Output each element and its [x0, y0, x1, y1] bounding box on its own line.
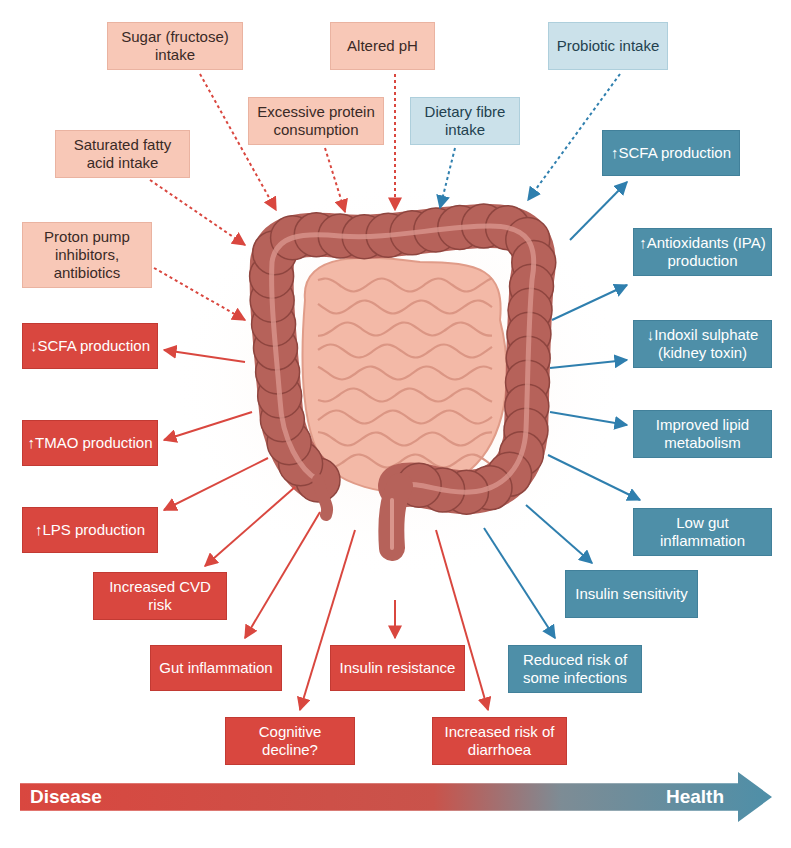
- factor-box: Proton pump inhibitors, antibiotics: [22, 222, 152, 288]
- disease-health-bar: Disease Health: [20, 775, 772, 819]
- box-text: Gut inflammation: [159, 659, 272, 677]
- box-text: Insulin resistance: [340, 659, 456, 677]
- box-text: Dietary fibre intake: [415, 103, 515, 139]
- box-text: Saturated fatty acid intake: [60, 136, 185, 172]
- box-text: Increased risk of diarrhoea: [437, 723, 562, 759]
- outcome-box: Cognitive decline?: [225, 717, 355, 765]
- outcome-box: ↓SCFA production: [22, 323, 158, 369]
- outcome-box: Improved lipid metabolism: [633, 410, 772, 458]
- outcome-box: ↑TMAO production: [22, 420, 158, 466]
- output-arrows: [164, 182, 640, 710]
- factor-box: Altered pH: [330, 22, 435, 70]
- intestine-coil: [318, 301, 492, 314]
- box-text: Excessive protein consumption: [253, 103, 379, 139]
- outcome-box: Gut inflammation: [150, 645, 282, 691]
- box-text: ↑LPS production: [35, 521, 145, 539]
- intestine-coil: [318, 322, 492, 335]
- outcome-box: Insulin resistance: [330, 645, 465, 691]
- bar-arrow-shape: [20, 772, 772, 822]
- outcome-box: ↑SCFA production: [602, 130, 740, 176]
- box-text: ↓Indoxil sulphate (kidney toxin): [638, 326, 767, 362]
- factor-box: Probiotic intake: [548, 22, 668, 70]
- factor-box: Excessive protein consumption: [248, 97, 384, 145]
- intestine-coil: [318, 410, 492, 423]
- intestine-coil: [318, 367, 492, 380]
- intestine-coil: [318, 344, 492, 357]
- box-text: Cognitive decline?: [230, 723, 350, 759]
- box-text: Sugar (fructose) intake: [112, 28, 238, 64]
- bar-label: Health: [666, 788, 724, 806]
- large-intestine: [250, 204, 556, 548]
- outcome-box: ↑Antioxidants (IPA) production: [633, 228, 772, 276]
- box-text: Insulin sensitivity: [575, 585, 688, 603]
- bar-label: Disease: [30, 788, 102, 806]
- factor-box: Dietary fibre intake: [410, 97, 520, 145]
- intestine-coil: [318, 278, 492, 291]
- input-arrows: [150, 74, 620, 320]
- box-text: Reduced risk of some infections: [513, 651, 637, 687]
- box-text: ↓SCFA production: [30, 337, 150, 355]
- box-text: Probiotic intake: [557, 37, 660, 55]
- intestine-coil: [318, 432, 492, 445]
- outcome-box: Low gut inflammation: [633, 508, 772, 556]
- outcome-box: Increased CVD risk: [93, 572, 227, 620]
- box-text: ↑TMAO production: [27, 434, 152, 452]
- box-text: Altered pH: [347, 37, 418, 55]
- factor-box: Saturated fatty acid intake: [55, 130, 190, 178]
- box-text: Improved lipid metabolism: [638, 416, 767, 452]
- box-text: Low gut inflammation: [638, 514, 767, 550]
- box-text: ↑SCFA production: [611, 144, 731, 162]
- outcome-box: Increased risk of diarrhoea: [432, 717, 567, 765]
- box-text: Increased CVD risk: [98, 578, 222, 614]
- outcome-box: ↑LPS production: [22, 507, 158, 553]
- factor-box: Sugar (fructose) intake: [107, 22, 243, 70]
- box-text: ↑Antioxidants (IPA) production: [638, 234, 767, 270]
- small-intestine: [303, 258, 507, 493]
- outcome-box: Insulin sensitivity: [565, 570, 698, 618]
- outcome-box: ↓Indoxil sulphate (kidney toxin): [633, 320, 772, 368]
- intestine-coil: [318, 389, 492, 402]
- box-text: Proton pump inhibitors, antibiotics: [27, 228, 147, 282]
- outcome-box: Reduced risk of some infections: [508, 645, 642, 693]
